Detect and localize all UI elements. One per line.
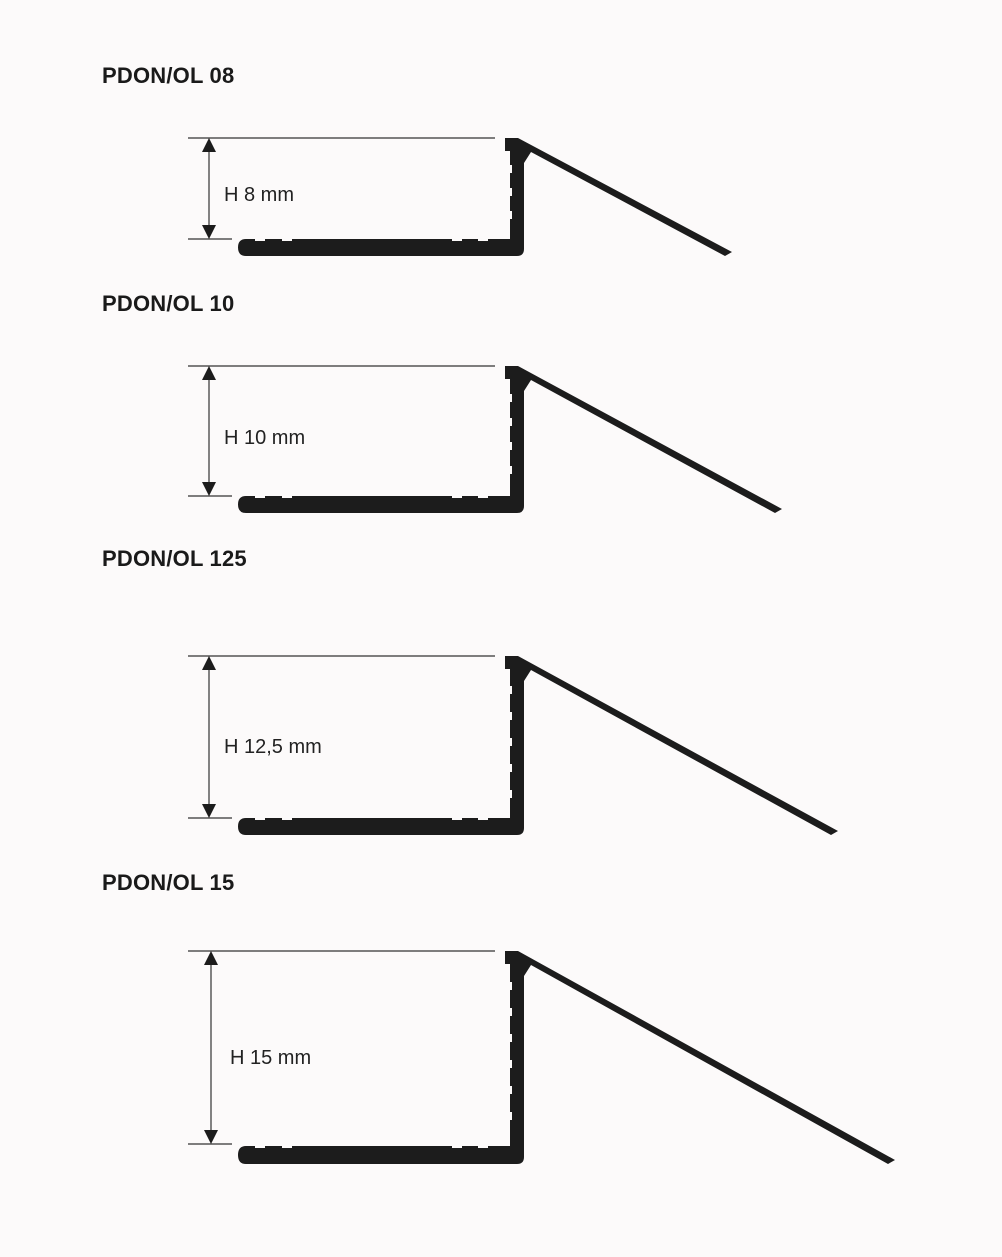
height-label: H 8 mm [224, 184, 294, 206]
arrow-up-icon [202, 138, 216, 152]
profile-title: PDON/OL 10 [102, 291, 235, 316]
profile-cross-section-diagram: H 15 mm [188, 950, 895, 1164]
grip-teeth [255, 686, 512, 820]
profile-cross-section-diagram: H 10 mm [188, 365, 782, 513]
profile-cross-section-diagram: H 12,5 mm [188, 655, 838, 835]
grip-teeth [255, 982, 512, 1148]
arrow-down-icon [202, 225, 216, 239]
arrow-down-icon [204, 1130, 218, 1144]
arrow-down-icon [202, 804, 216, 818]
profile-cross-section-diagram: H 8 mm [188, 137, 732, 256]
height-label: H 10 mm [224, 427, 305, 449]
arrow-up-icon [204, 951, 218, 965]
grip-teeth [255, 394, 512, 498]
profile-title: PDON/OL 15 [102, 870, 235, 895]
profile-shape [238, 138, 732, 256]
profile-title: PDON/OL 125 [102, 546, 247, 571]
arrow-up-icon [202, 656, 216, 670]
profile-shape [238, 951, 895, 1164]
arrow-down-icon [202, 482, 216, 496]
height-label: H 15 mm [230, 1047, 311, 1069]
arrow-up-icon [202, 366, 216, 380]
profile-shape [238, 366, 782, 513]
height-label: H 12,5 mm [224, 736, 322, 758]
grip-teeth [255, 165, 512, 241]
profile-title: PDON/OL 08 [102, 63, 235, 88]
